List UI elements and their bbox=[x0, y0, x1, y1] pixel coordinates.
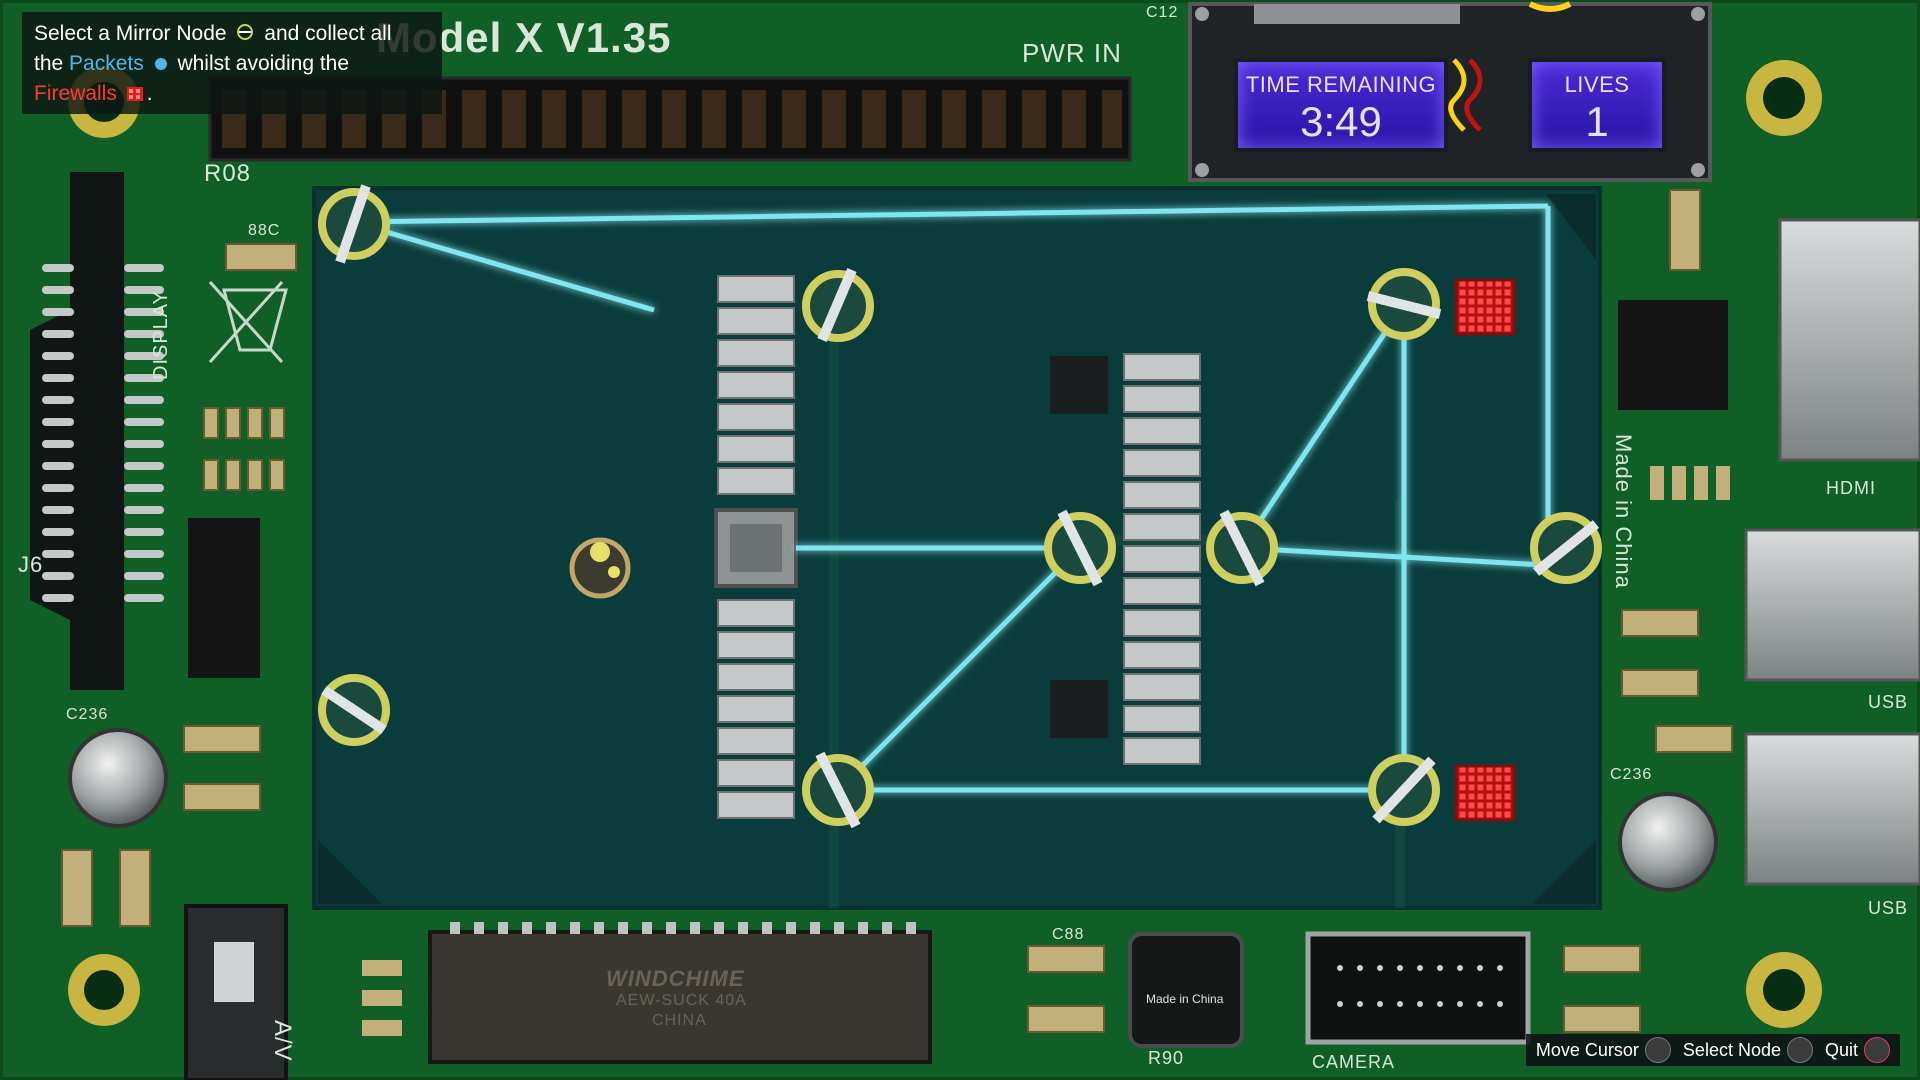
control-hints: Move Cursor Select Node Quit bbox=[1525, 1034, 1900, 1066]
pwr-in-label: PWR IN bbox=[1022, 38, 1122, 68]
c236-right-label: C236 bbox=[1610, 766, 1653, 783]
lives-label: LIVES bbox=[1564, 72, 1630, 97]
camera-label: CAMERA bbox=[1312, 1052, 1396, 1072]
instruction-text-2: and collect all bbox=[264, 22, 392, 45]
move-cursor-label: Move Cursor bbox=[1535, 1039, 1639, 1060]
left-smd-components bbox=[61, 243, 297, 927]
instruction-text-4: whilst avoiding the bbox=[177, 51, 350, 75]
lives-value: 1 bbox=[1585, 98, 1609, 145]
chip-brand: WINDCHIME bbox=[606, 966, 745, 991]
av-label: A/V bbox=[269, 1020, 296, 1062]
quit-label: Quit bbox=[1824, 1039, 1858, 1060]
chip-made-in-china: Made in China bbox=[1146, 992, 1224, 1006]
mirror-node[interactable] bbox=[1366, 268, 1442, 340]
left-ic bbox=[188, 518, 260, 678]
j6-label: J6 bbox=[18, 552, 44, 577]
left-stick-icon bbox=[1644, 1037, 1671, 1063]
usb-label-bottom: USB bbox=[1868, 898, 1909, 918]
c236-left-label: C236 bbox=[66, 706, 109, 723]
chip-country: CHINA bbox=[652, 1012, 707, 1029]
time-remaining-value: 3:49 bbox=[1300, 98, 1382, 145]
firewall-bottom bbox=[1454, 764, 1516, 822]
hint-select-node: Select Node bbox=[1683, 1037, 1813, 1063]
instruction-text-1: Select a Mirror Node bbox=[34, 22, 227, 45]
mirror-node[interactable] bbox=[1206, 509, 1278, 587]
instructions-panel: Select a Mirror Node and collect all the… bbox=[22, 12, 442, 114]
display-label: DISPLAY bbox=[150, 290, 172, 380]
connector-j6 bbox=[30, 172, 164, 690]
small-chips bbox=[1050, 356, 1108, 738]
packets-word: Packets bbox=[69, 51, 144, 75]
mirror-node-icon bbox=[236, 20, 254, 49]
firewalls-word: Firewalls bbox=[34, 81, 117, 105]
mirror-node[interactable] bbox=[318, 184, 390, 264]
lives-display: LIVES 1 bbox=[1528, 58, 1666, 152]
windchime-chip bbox=[362, 922, 932, 1064]
chip-r90 bbox=[1128, 932, 1244, 1048]
88c-label: 88C bbox=[248, 222, 281, 239]
c12-label: C12 bbox=[1146, 4, 1179, 21]
c88-label: C88 bbox=[1052, 926, 1085, 943]
capacitor-c236-left bbox=[68, 728, 168, 828]
time-remaining-label: TIME REMAINING bbox=[1245, 72, 1437, 97]
packet-icon bbox=[154, 50, 168, 79]
instruction-period: . bbox=[146, 81, 153, 105]
usb-label-top: USB bbox=[1868, 692, 1909, 712]
select-node-label: Select Node bbox=[1682, 1039, 1781, 1060]
made-in-china-label: Made in China bbox=[1611, 434, 1636, 589]
recycle-bin-icon bbox=[208, 280, 288, 364]
mirror-node[interactable] bbox=[1044, 509, 1116, 587]
laser-emitter bbox=[714, 508, 798, 588]
firewall-icon bbox=[126, 80, 143, 109]
r90-label: R90 bbox=[1148, 1048, 1185, 1068]
hdmi-label: HDMI bbox=[1826, 478, 1876, 498]
instruction-text-3: the bbox=[34, 51, 64, 75]
chip-model: AEW-SUCK 40A bbox=[616, 992, 747, 1009]
circle-button-icon bbox=[1864, 1037, 1890, 1063]
mirror-node[interactable] bbox=[802, 268, 874, 342]
bottom-smd bbox=[1027, 945, 1641, 1033]
mirror-node[interactable] bbox=[1368, 754, 1440, 826]
hint-quit: Quit bbox=[1825, 1037, 1890, 1063]
laser-beams bbox=[351, 203, 1563, 793]
firewall-top bbox=[1454, 278, 1516, 336]
packet[interactable] bbox=[569, 537, 631, 599]
camera-connector bbox=[1305, 931, 1531, 1045]
hint-move-cursor: Move Cursor bbox=[1536, 1037, 1671, 1063]
cross-button-icon bbox=[1786, 1037, 1813, 1063]
av-jack bbox=[184, 904, 288, 1080]
right-components bbox=[1618, 189, 1920, 892]
time-remaining-display: TIME REMAINING 3:49 bbox=[1234, 58, 1448, 152]
r08-label: R08 bbox=[204, 160, 252, 187]
resistor-array-right bbox=[1123, 353, 1201, 765]
resistor-array-left bbox=[717, 275, 795, 819]
mirror-node[interactable] bbox=[1530, 512, 1602, 584]
mirror-node[interactable] bbox=[802, 751, 874, 829]
mirror-node[interactable] bbox=[318, 674, 390, 746]
